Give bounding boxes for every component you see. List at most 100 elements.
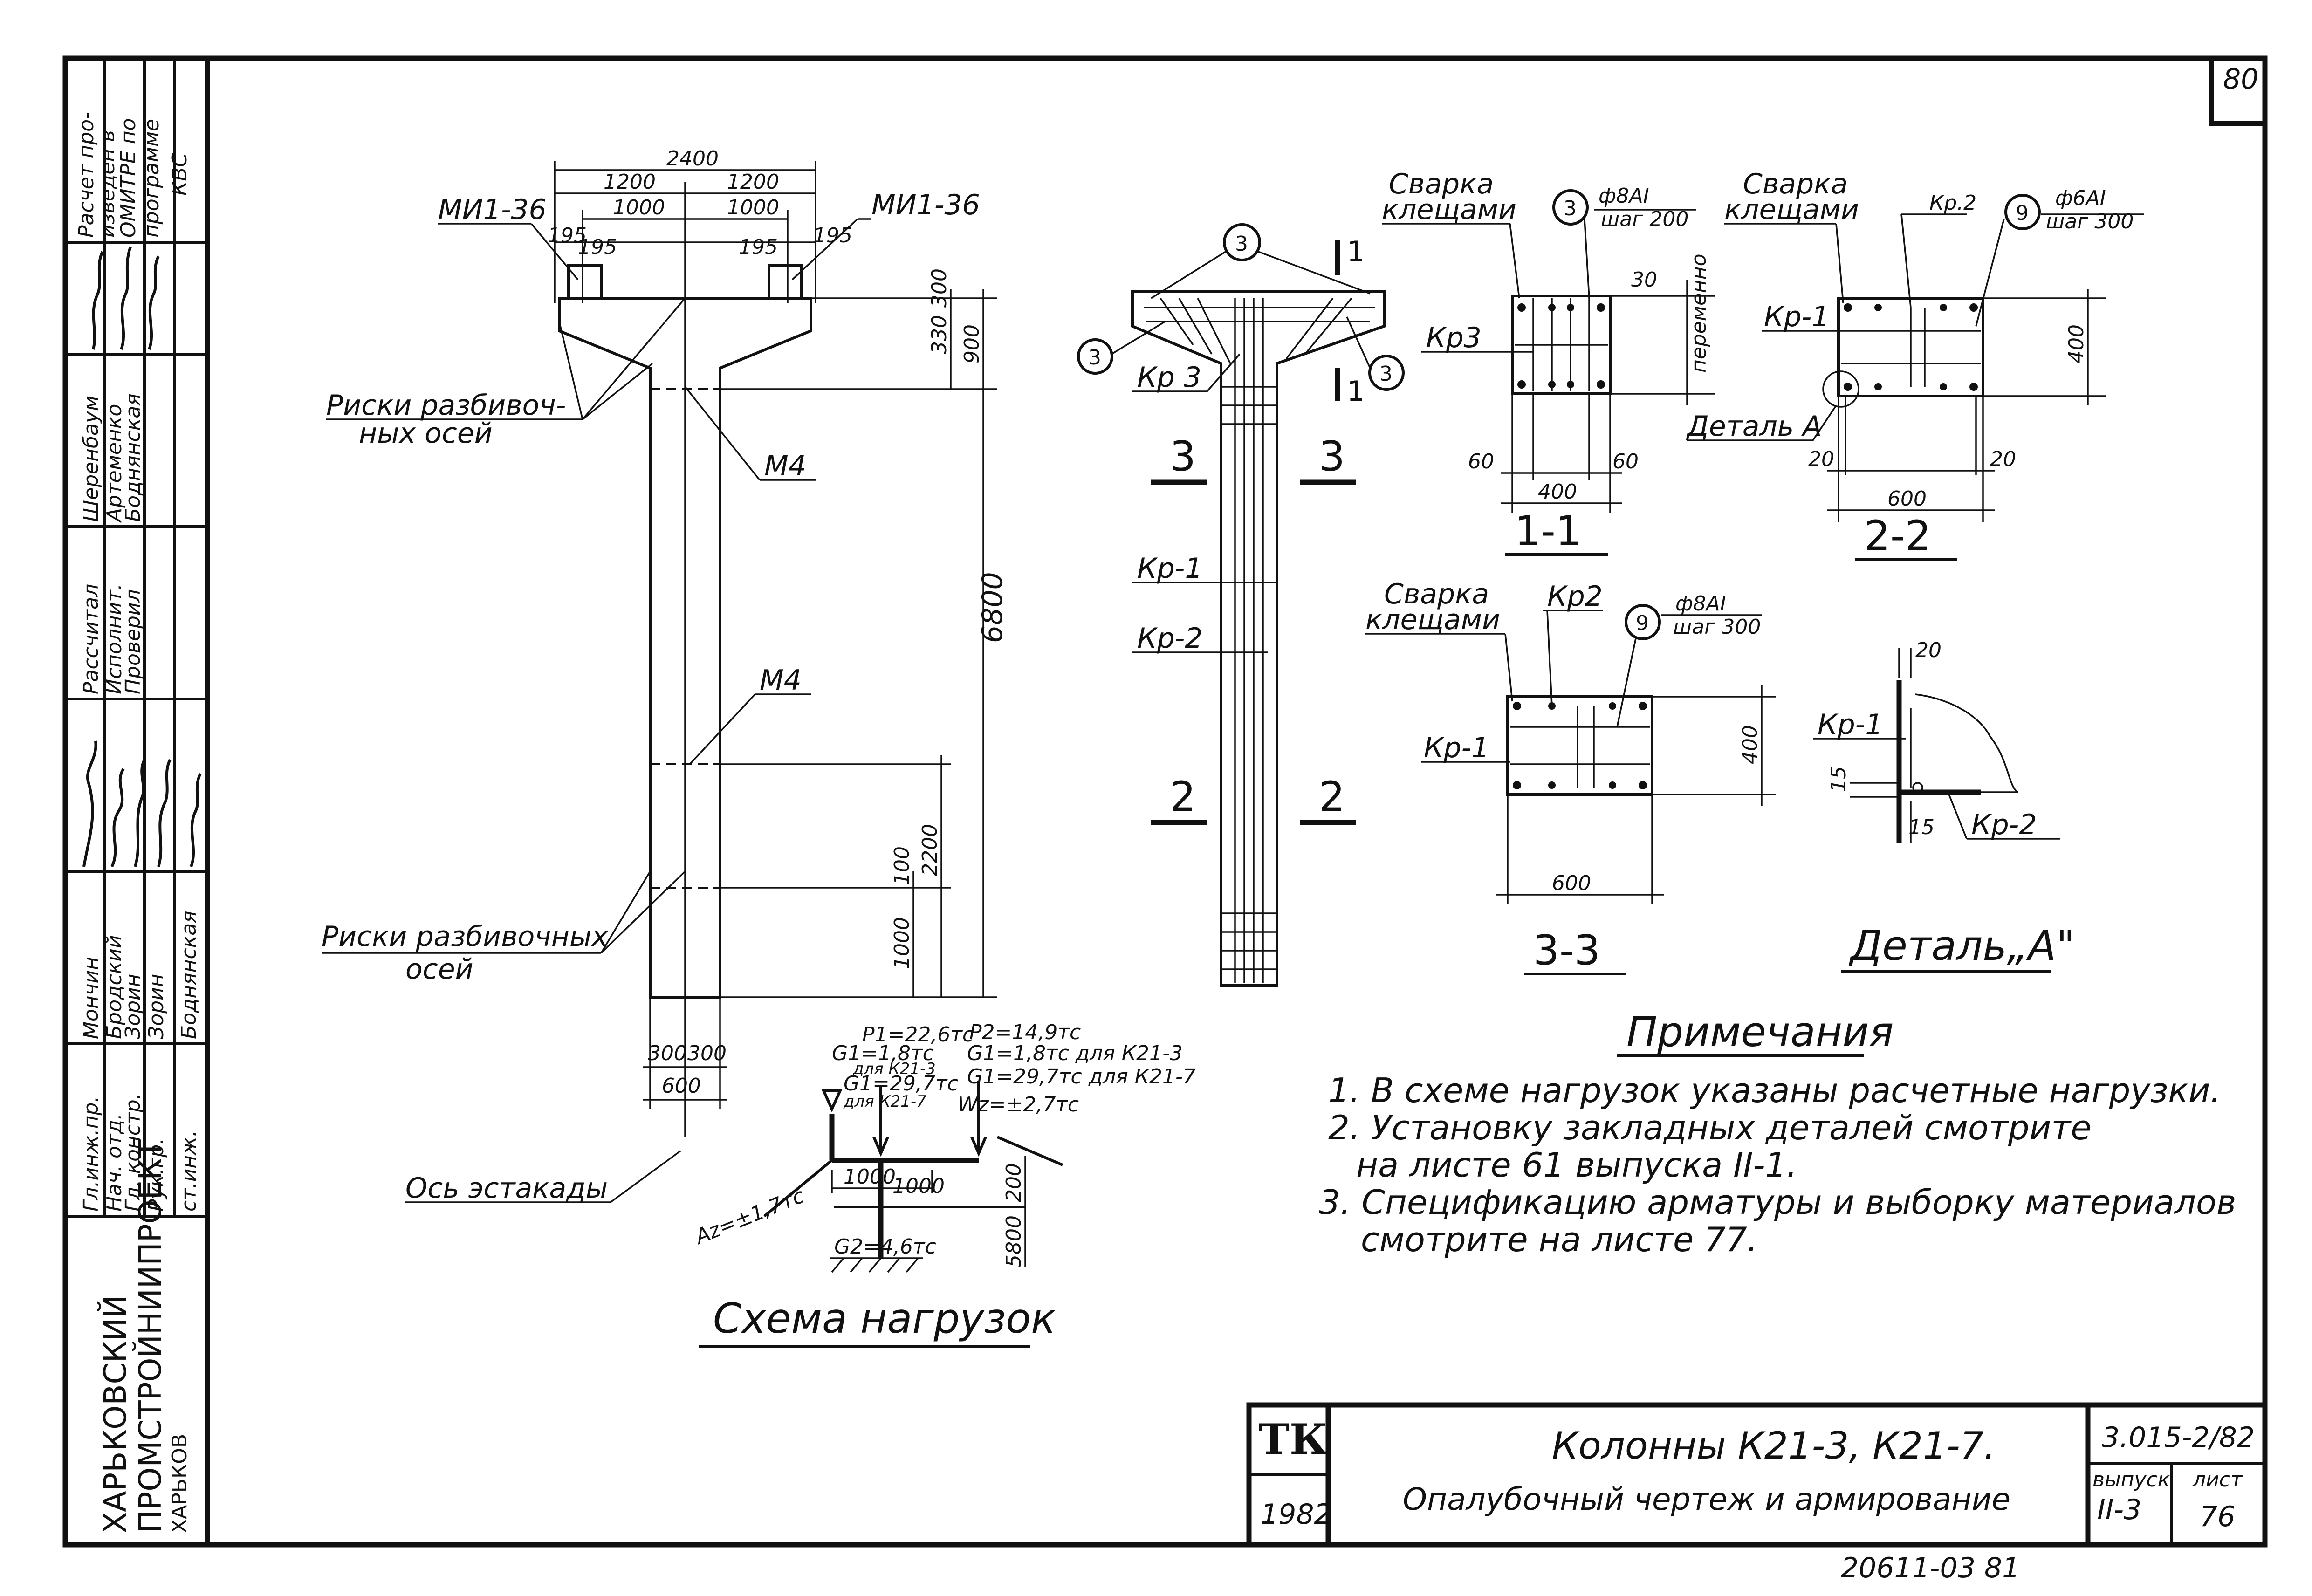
signatures bbox=[82, 246, 202, 868]
title-section-3-3: 3-3 bbox=[1533, 926, 1600, 974]
svg-text:195: 195 bbox=[578, 235, 617, 259]
logo-tk: ТК bbox=[1258, 1415, 1328, 1464]
section-1-1: Сварка клещами 3 ф8АI шаг 200 Кр3 переме… bbox=[1382, 168, 1715, 556]
svg-text:400: 400 bbox=[2065, 324, 2088, 363]
svg-text:G1=1,8тс для К21-3: G1=1,8тс для К21-3 bbox=[967, 1041, 1183, 1065]
svg-text:шаг 300: шаг 300 bbox=[1673, 615, 1761, 639]
svg-text:Сварка: Сварка bbox=[1743, 168, 1848, 200]
svg-text:60: 60 bbox=[1612, 450, 1639, 473]
svg-text:Сварка: Сварка bbox=[1389, 168, 1494, 200]
label-axes-top: Риски разбивоч- bbox=[326, 389, 566, 422]
sheet-in-set: 76 bbox=[2200, 1500, 2235, 1533]
svg-text:Зорин: Зорин bbox=[121, 974, 145, 1039]
outer-frame bbox=[62, 55, 2268, 1548]
svg-text:Расчет про-: Расчет про- bbox=[75, 112, 98, 238]
title-load-scheme: Схема нагрузок bbox=[713, 1295, 1056, 1343]
svg-text:2: 2 bbox=[1170, 773, 1196, 821]
svg-text:G1=29,7тс для К21-7: G1=29,7тс для К21-7 bbox=[967, 1065, 1196, 1089]
dim-6800: 6800 bbox=[976, 572, 1009, 643]
label-kp2: Кр-2 bbox=[1137, 622, 1203, 655]
svg-text:3: 3 bbox=[1379, 362, 1393, 386]
svg-text:195: 195 bbox=[548, 224, 587, 247]
svg-text:300: 300 bbox=[687, 1041, 727, 1065]
sheet-number: 80 bbox=[2223, 63, 2258, 96]
series-code: 3.015-2/82 bbox=[2102, 1421, 2255, 1454]
svg-text:Кр-2: Кр-2 bbox=[1971, 808, 2037, 841]
svg-text:ст.инж.: ст.инж. bbox=[177, 1130, 201, 1212]
svg-text:Боднянская: Боднянская bbox=[121, 393, 145, 522]
svg-text:ОМИТРЕ по: ОМИТРЕ по bbox=[117, 118, 140, 238]
title-block: ТК 1982 Колонны К21-3, К21-7. Опалубочны… bbox=[1246, 1402, 2268, 1548]
svg-text:Сварка: Сварка bbox=[1384, 578, 1489, 610]
label-trestle-axis: Ось эстакады bbox=[405, 1172, 608, 1205]
svg-text:300: 300 bbox=[648, 1041, 687, 1065]
reinforcement-elevation: 3 3 3 Кр 3 1 1 3 3 Кр-1 Кр-2 2 2 bbox=[1077, 223, 1405, 987]
side-stamp: ХАРЬКОВСКИЙ ПРОМСТРОЙНИИПРОЕКТ ХАРЬКОВ Г… bbox=[65, 58, 207, 1533]
svg-text:195: 195 bbox=[739, 235, 778, 259]
load-scheme: P1=22,6тс G1=1,8тс для К21-3 G1=29,7тс д… bbox=[691, 1021, 1196, 1348]
note-2: 2. Установку закладных деталей смотрите bbox=[1328, 1108, 2092, 1147]
svg-text:ф8АI: ф8АI bbox=[1599, 184, 1649, 208]
drawing-title-line-2: Опалубочный чертеж и армирование bbox=[1403, 1481, 2010, 1517]
detail-a: 20 Кр-1 15 15 Кр-2 Деталь„А" bbox=[1813, 638, 2075, 973]
svg-text:900: 900 bbox=[960, 324, 984, 363]
label-kp1: Кр-1 bbox=[1137, 552, 1203, 585]
svg-text:Шеренбаум: Шеренбаум bbox=[79, 396, 103, 522]
svg-text:1000: 1000 bbox=[890, 917, 914, 969]
notes-title: Примечания bbox=[1626, 1008, 1894, 1056]
svg-text:1: 1 bbox=[1347, 235, 1365, 268]
svg-text:300: 300 bbox=[927, 268, 951, 308]
dim-1200-right: 1200 bbox=[727, 170, 779, 194]
svg-text:Нач. отд.: Нач. отд. bbox=[103, 1113, 126, 1212]
archive-number: 20611-03 81 bbox=[1841, 1552, 2020, 1584]
svg-text:Гл. констр.: Гл. констр. bbox=[121, 1093, 145, 1212]
section-2-2: Сварка клещами Кр.2 9 ф6АI шаг 300 Кр-1 … bbox=[1686, 168, 2144, 561]
svg-text:лист: лист bbox=[2192, 1468, 2243, 1492]
title-detail-a: Деталь„А" bbox=[1848, 922, 2075, 970]
svg-text:600: 600 bbox=[1552, 871, 1591, 895]
note-3: 3. Спецификацию арматуры и выборку матер… bbox=[1319, 1183, 2236, 1222]
svg-text:9: 9 bbox=[2016, 201, 2029, 225]
dim-1000-left: 1000 bbox=[613, 196, 665, 219]
label-kp3: Кр 3 bbox=[1137, 361, 1201, 394]
svg-text:1: 1 bbox=[1347, 375, 1365, 408]
svg-text:для К21-7: для К21-7 bbox=[843, 1092, 926, 1111]
label-m4-top: М4 bbox=[764, 450, 806, 482]
svg-text:60: 60 bbox=[1468, 450, 1494, 473]
svg-text:для К21-3: для К21-3 bbox=[852, 1060, 936, 1078]
svg-text:3: 3 bbox=[1088, 346, 1101, 370]
svg-text:клещами: клещами bbox=[1724, 193, 1859, 226]
svg-text:15: 15 bbox=[1908, 815, 1935, 839]
svg-text:600: 600 bbox=[662, 1074, 701, 1098]
title-section-1-1: 1-1 bbox=[1515, 507, 1582, 555]
svg-text:Исполнит.: Исполнит. bbox=[103, 583, 126, 694]
dim-1000-right: 1000 bbox=[727, 196, 779, 219]
svg-text:программе: программе bbox=[140, 119, 164, 238]
svg-text:G2=4,6тс: G2=4,6тс bbox=[834, 1235, 936, 1259]
svg-text:выпуск: выпуск bbox=[2092, 1468, 2170, 1492]
organization-name: ХАРЬКОВСКИЙ ПРОМСТРОЙНИИПРОЕКТ ХАРЬКОВ bbox=[97, 1139, 192, 1533]
section-3-3: Сварка клещами Кр2 9 ф8АI шаг 300 Кр-1 4… bbox=[1365, 578, 1776, 975]
label-mi1-36-left: МИ1-36 bbox=[438, 193, 547, 226]
svg-text:330: 330 bbox=[927, 315, 951, 354]
svg-text:400: 400 bbox=[1538, 480, 1577, 504]
svg-text:клещами: клещами bbox=[1365, 603, 1500, 636]
svg-text:изведен в: изведен в bbox=[96, 130, 119, 238]
svg-text:200: 200 bbox=[1002, 1163, 1026, 1202]
svg-text:20: 20 bbox=[1990, 447, 2016, 471]
svg-text:Кр3: Кр3 bbox=[1426, 322, 1482, 354]
svg-text:Гл.инж.пр.: Гл.инж.пр. bbox=[79, 1096, 103, 1212]
svg-text:Кр-1: Кр-1 bbox=[1764, 301, 1830, 333]
load-p2: P2=14,9тс bbox=[969, 1021, 1081, 1044]
year: 1982 bbox=[1261, 1498, 1332, 1531]
svg-text:9: 9 bbox=[1636, 611, 1649, 635]
svg-text:G1=1,8тс: G1=1,8тс bbox=[832, 1041, 934, 1065]
svg-text:Рассчитал: Рассчитал bbox=[79, 584, 103, 694]
svg-text:G1=29,7тс: G1=29,7тс bbox=[844, 1072, 959, 1096]
issue-number: II-3 bbox=[2097, 1493, 2141, 1526]
svg-text:ф8АI: ф8АI bbox=[1675, 592, 1726, 616]
dim-1200-left: 1200 bbox=[604, 170, 656, 194]
svg-text:Проверил: Проверил bbox=[121, 589, 145, 694]
svg-text:20: 20 bbox=[1915, 638, 1942, 662]
